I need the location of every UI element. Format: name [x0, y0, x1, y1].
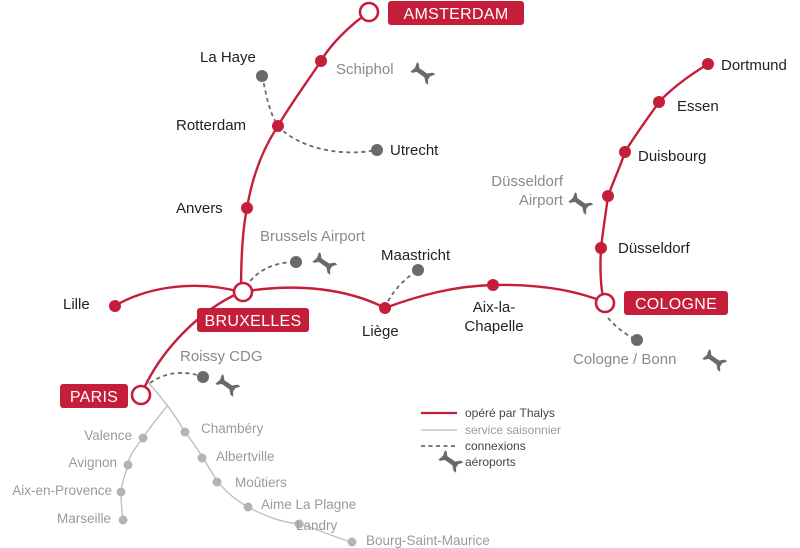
station-dot-brussels-airport[interactable]: [290, 256, 302, 268]
label-dusseldorf-airport-line1: Düsseldorf: [491, 173, 564, 190]
hub-label-cologne[interactable]: COLOGNE: [624, 291, 728, 315]
station-dot-aix-la-chapelle[interactable]: [487, 279, 499, 291]
label-aime-la-plagne: Aime La Plagne: [261, 497, 356, 512]
station-dot-dusseldorf[interactable]: [595, 242, 607, 254]
station-dot-duisbourg[interactable]: [619, 146, 631, 158]
station-dot-liege[interactable]: [379, 302, 391, 314]
hub-ring-bruxelles[interactable]: [232, 281, 254, 303]
legend-seasonal-label: service saisonnier: [465, 423, 561, 437]
label-chambery: Chambéry: [201, 421, 264, 436]
label-utrecht: Utrecht: [390, 142, 439, 159]
connection-la-haye: [261, 75, 279, 127]
hub-label-paris[interactable]: PARIS: [60, 384, 128, 408]
label-duisbourg: Duisbourg: [638, 148, 706, 165]
hub-label-amsterdam-text: AMSTERDAM: [404, 6, 509, 23]
legend-airports-label: aéroports: [465, 455, 516, 469]
station-dot-dortmund[interactable]: [702, 58, 714, 70]
hub-label-cologne-text: COLOGNE: [635, 296, 717, 313]
label-lille: Lille: [63, 296, 90, 313]
airplane-icon: [410, 61, 436, 85]
connection-roissy: [149, 372, 204, 384]
label-valence: Valence: [84, 428, 132, 443]
station-dot-maastricht[interactable]: [412, 264, 424, 276]
hub-ring-paris[interactable]: [130, 384, 152, 406]
hub-rings: [130, 1, 616, 406]
station-dot-avignon[interactable]: [123, 460, 133, 470]
station-dot-la-haye[interactable]: [256, 70, 268, 82]
station-dot-landry[interactable]: [294, 519, 304, 529]
label-bourg-saint-maurice: Bourg-Saint-Maurice: [366, 533, 490, 548]
airplane-icon: [215, 373, 241, 397]
hub-ring-amsterdam[interactable]: [358, 1, 380, 23]
label-cologne-bonn: Cologne / Bonn: [573, 351, 676, 368]
station-dot-cologne-bonn[interactable]: [631, 334, 643, 346]
label-albertville: Albertville: [216, 449, 275, 464]
label-dusseldorf: Düsseldorf: [618, 240, 691, 257]
seasonal-stations: [116, 427, 357, 547]
station-dot-lille[interactable]: [109, 300, 121, 312]
hub-label-amsterdam[interactable]: AMSTERDAM: [388, 1, 524, 25]
label-roissy-cdg: Roissy CDG: [180, 348, 263, 365]
thalys-line-lille-bruxelles: [113, 284, 243, 308]
label-aix-la-chapelle-line2: Chapelle: [464, 318, 523, 335]
station-dot-anvers[interactable]: [241, 202, 253, 214]
station-dot-albertville[interactable]: [197, 453, 207, 463]
thalys-stations: [109, 55, 714, 314]
connection-brussels-airport: [245, 261, 297, 288]
label-liege: Liège: [362, 323, 399, 340]
airplane-icon: [438, 449, 464, 473]
label-aix-en-provence: Aix-en-Provence: [12, 483, 112, 498]
label-maastricht: Maastricht: [381, 247, 451, 264]
label-essen: Essen: [677, 98, 719, 115]
connection-utrecht: [277, 125, 378, 154]
station-dot-utrecht[interactable]: [371, 144, 383, 156]
label-avignon: Avignon: [68, 455, 117, 470]
station-dot-chambery[interactable]: [180, 427, 190, 437]
label-marseille: Marseille: [57, 511, 111, 526]
airplane-icon: [568, 191, 594, 215]
station-dot-aix-en-provence[interactable]: [116, 487, 126, 497]
station-dot-essen[interactable]: [653, 96, 665, 108]
hub-label-bruxelles[interactable]: BRUXELLES: [197, 308, 309, 332]
hub-label-bruxelles-text: BRUXELLES: [205, 313, 302, 330]
label-dusseldorf-airport-line2: Airport: [519, 192, 564, 209]
hub-ring-cologne[interactable]: [594, 292, 616, 314]
label-moutiers: Moûtiers: [235, 475, 287, 490]
station-dot-valence[interactable]: [138, 433, 148, 443]
legend: opéré par Thalys service saisonnier conn…: [421, 406, 561, 469]
thalys-line-bruxelles-cologne: [239, 283, 606, 310]
label-anvers: Anvers: [176, 200, 223, 217]
airplane-icon: [312, 251, 338, 275]
label-aix-la-chapelle-line1: Aix-la-: [473, 299, 516, 316]
station-dot-aime-la-plagne[interactable]: [243, 502, 253, 512]
station-dot-bourg-saint-maurice[interactable]: [347, 537, 357, 547]
station-dot-marseille[interactable]: [118, 515, 128, 525]
label-la-haye: La Haye: [200, 49, 256, 66]
label-brussels-airport: Brussels Airport: [260, 228, 366, 245]
connection-stations: [197, 70, 643, 383]
thalys-line-bruxelles-paris: [139, 290, 243, 397]
airplane-icon: [702, 348, 728, 372]
hub-label-paris-text: PARIS: [70, 389, 118, 406]
label-rotterdam: Rotterdam: [176, 117, 246, 134]
seasonal-line-alps-start: [145, 379, 186, 433]
label-landry: Landry: [296, 518, 338, 533]
station-dot-schiphol[interactable]: [315, 55, 327, 67]
label-schiphol: Schiphol: [336, 61, 394, 78]
station-dot-roissy-cdg[interactable]: [197, 371, 209, 383]
station-dot-moutiers[interactable]: [212, 477, 222, 487]
station-dot-rotterdam[interactable]: [272, 120, 284, 132]
legend-thalys-label: opéré par Thalys: [465, 406, 555, 420]
label-dortmund: Dortmund: [721, 57, 787, 74]
station-dot-dusseldorf-airport[interactable]: [602, 190, 614, 202]
legend-connections-label: connexions: [465, 439, 526, 453]
